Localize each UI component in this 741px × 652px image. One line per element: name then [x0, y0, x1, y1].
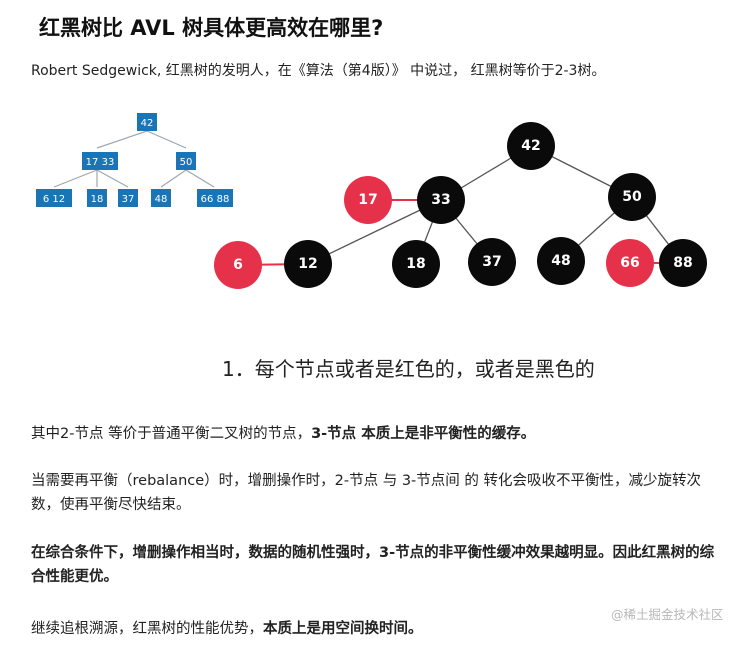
small-node-6	[36, 189, 54, 207]
small-node-12	[54, 189, 72, 207]
rb-node-17	[344, 176, 392, 224]
paragraph-4-text: 继续追根溯源，红黑树的性能优势，	[31, 621, 263, 637]
rb-node-33	[417, 176, 465, 224]
page-title: 红黑树比 AVL 树具体更高效在哪里?	[39, 16, 384, 40]
paragraph-1-text: 其中2-节点 等价于普通平衡二叉树的节点，	[31, 426, 312, 442]
paragraph-1: 其中2-节点 等价于普通平衡二叉树的节点，3-节点 本质上是非平衡性的缓存。	[31, 422, 721, 446]
small-label-left: 17 33	[86, 157, 115, 168]
rb-node-42	[507, 122, 555, 170]
rb-label-66: 66	[620, 255, 639, 271]
paragraph-4-bold: 本质上是用空间换时间。	[263, 621, 423, 637]
rb-node-66	[606, 239, 654, 287]
paragraph-3: 在综合条件下，增删操作相当时，数据的随机性强时，3-节点的非平衡性缓冲效果越明显…	[31, 545, 715, 585]
rb-label-37: 37	[482, 254, 501, 270]
rb-node-18	[392, 240, 440, 288]
rb-label-88: 88	[673, 255, 692, 271]
rb-label-12: 12	[298, 256, 317, 272]
rb-label-6: 6	[233, 257, 243, 273]
small-label-leaf-1: 6 12	[43, 194, 65, 205]
red-black-tree: 42 17 33 50 6 12 18 37 48 66 88 1．每个节点或者…	[214, 122, 707, 381]
small-label-root: 42	[141, 118, 154, 129]
content-card	[0, 46, 741, 652]
paragraph-2: 当需要再平衡（rebalance）时，增删操作时，2-节点 与 3-节点间 的 …	[31, 473, 701, 513]
intro-text: Robert Sedgewick, 红黑树的发明人，在《算法（第4版）》 中说过…	[31, 63, 606, 79]
rb-label-42: 42	[521, 138, 540, 154]
small-node-37	[118, 189, 138, 207]
rb-label-48: 48	[551, 253, 570, 269]
rb-node-88	[659, 239, 707, 287]
rb-node-37	[468, 238, 516, 286]
rb-node-48	[537, 237, 585, 285]
tree-diagram: 42 17 33 50 6 12 18 37 48 66 88	[36, 113, 707, 381]
rb-label-18: 18	[406, 256, 425, 272]
small-label-leaf-2: 18	[91, 194, 104, 205]
rb-label-17: 17	[358, 192, 377, 208]
small-node-18	[87, 189, 107, 207]
small-node-48	[151, 189, 171, 207]
paragraph-1-bold: 3-节点 本质上是非平衡性的缓存。	[311, 426, 536, 442]
small-label-right: 50	[180, 157, 193, 168]
paragraph-4: 继续追根溯源，红黑树的性能优势，本质上是用空间换时间。	[31, 617, 721, 641]
rb-node-6	[214, 241, 262, 289]
small-label-leaf-4: 48	[155, 194, 168, 205]
small-23-tree: 42 17 33 50 6 12 18 37 48 66 88	[36, 113, 233, 207]
small-node-88	[215, 189, 233, 207]
small-node-root	[137, 113, 157, 131]
watermark: @稀土掘金技术社区	[611, 607, 724, 622]
rb-label-33: 33	[431, 192, 450, 208]
rb-label-50: 50	[622, 189, 642, 205]
small-node-50	[176, 152, 196, 170]
rb-node-50	[608, 173, 656, 221]
small-node-33	[100, 152, 118, 170]
small-label-leaf-3: 37	[122, 194, 135, 205]
rb-node-12	[284, 240, 332, 288]
small-node-66	[197, 189, 215, 207]
small-node-17	[82, 152, 100, 170]
small-label-leaf-5: 66 88	[201, 194, 230, 205]
rb-tree-caption: 1．每个节点或者是红色的，或者是黑色的	[222, 357, 595, 381]
